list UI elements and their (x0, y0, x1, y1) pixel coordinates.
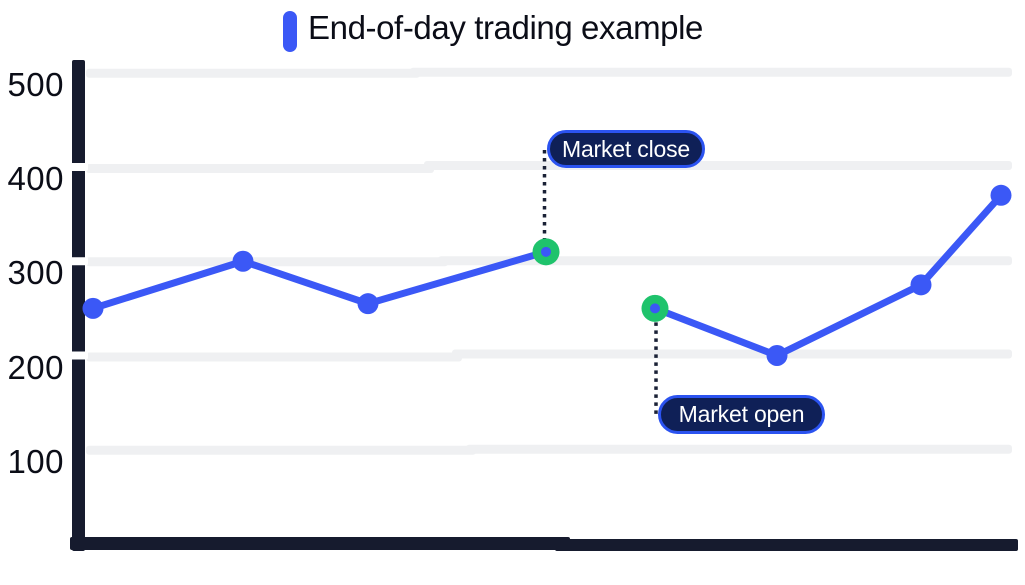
chart-header: End-of-day trading example (283, 9, 703, 52)
axis-tick (69, 257, 88, 266)
highlighted-point-core (650, 303, 660, 314)
data-point (766, 345, 788, 366)
data-point (357, 293, 379, 315)
y-axis (72, 60, 85, 551)
x-axis (70, 537, 570, 550)
chart-title: End-of-day trading example (308, 9, 703, 46)
price-line (651, 191, 1005, 359)
market-close-label: Market close (547, 130, 705, 168)
gridline (86, 68, 420, 78)
y-axis-tick-label: 100 (7, 442, 64, 480)
y-axis-tick-label: 500 (7, 65, 64, 103)
y-axis-tick-label: 200 (7, 348, 64, 386)
data-point (910, 274, 932, 296)
legend-marker-icon (283, 11, 297, 52)
gridline (86, 352, 462, 362)
gridline (86, 445, 476, 455)
y-axis-tick-label: 300 (7, 254, 64, 292)
highlighted-point-core (541, 246, 551, 257)
gridline (452, 349, 1012, 359)
gridline (466, 444, 1012, 454)
axis-tick (69, 351, 88, 360)
axis-tick (69, 163, 88, 171)
gridline (410, 67, 1012, 77)
gridline (86, 164, 434, 173)
y-axis-tick-label: 400 (7, 160, 64, 197)
data-point (82, 297, 104, 319)
market-open-label-text: Market open (678, 401, 805, 427)
price-line (89, 248, 550, 312)
gridline (438, 256, 1012, 266)
data-point (232, 250, 254, 272)
gridline (86, 257, 448, 267)
data-point (990, 184, 1012, 206)
x-axis (555, 539, 1018, 551)
gridline (424, 161, 1012, 170)
market-close-label-text: Market close (562, 135, 690, 162)
market-open-label: Market open (658, 395, 825, 434)
